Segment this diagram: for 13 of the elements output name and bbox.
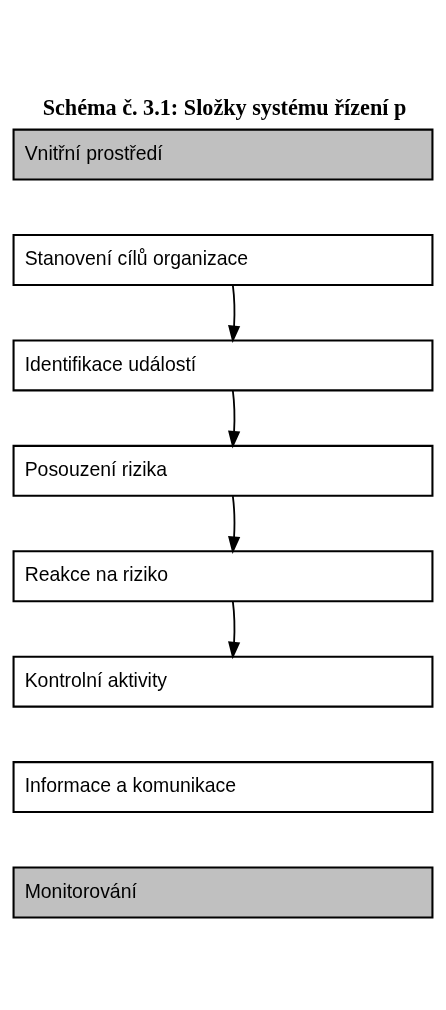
node-box: Posouzení rizika bbox=[12, 444, 434, 497]
diagram-title: Schéma č. 3.1: Složky systému řízení p bbox=[42, 94, 407, 120]
arrow bbox=[228, 494, 241, 554]
node-box: Vnitřní prostředí bbox=[12, 128, 434, 181]
arrow bbox=[228, 600, 241, 659]
node-box: Informace a komunikace bbox=[12, 760, 434, 813]
node-box: Identifikace událostí bbox=[12, 338, 434, 391]
node-box: Stanovení cílů organizace bbox=[12, 233, 434, 286]
arrow bbox=[228, 283, 241, 343]
arrow bbox=[228, 389, 241, 448]
node-box: Monitorování bbox=[12, 866, 434, 918]
node-box: Reakce na riziko bbox=[12, 549, 434, 602]
node-box: Kontrolní aktivity bbox=[12, 655, 434, 708]
